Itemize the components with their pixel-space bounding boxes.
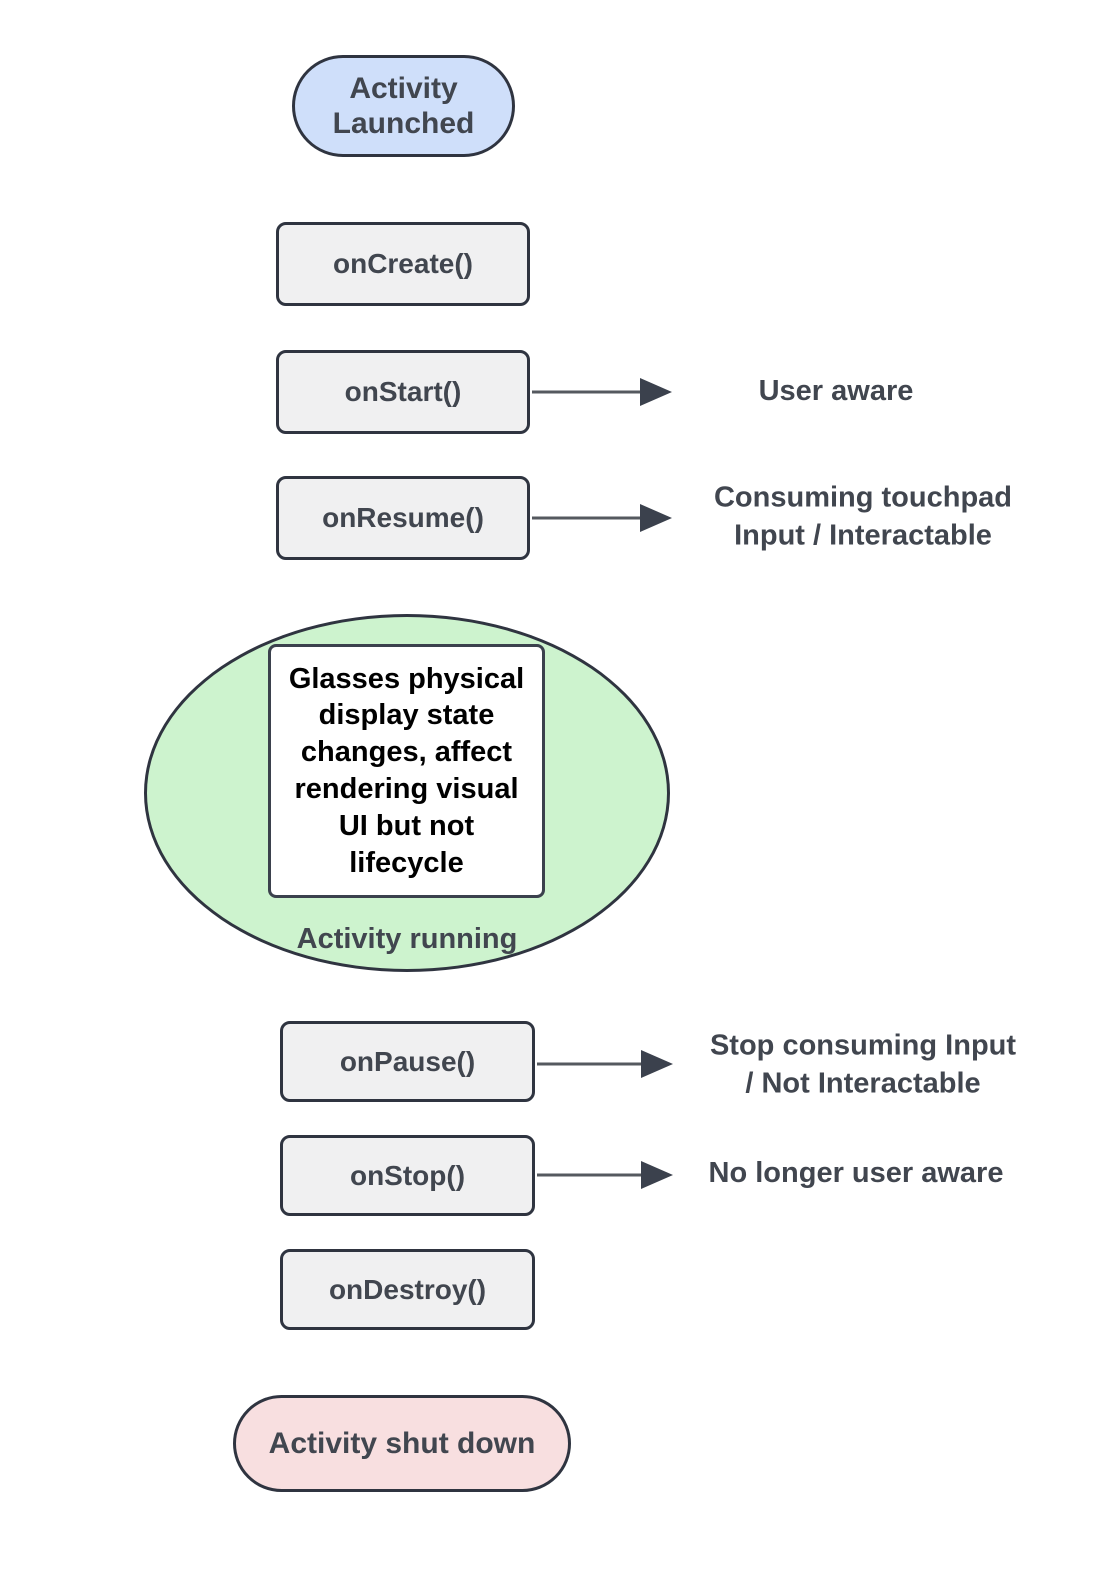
annotation-consuming-input: Consuming touchpad Input / Interactable <box>713 481 1013 551</box>
node-onpause[interactable]: onPause() <box>280 1021 535 1102</box>
node-activity-shut-down[interactable]: Activity shut down <box>233 1395 571 1492</box>
node-ondestroy-label: onDestroy() <box>328 1273 487 1305</box>
annotation-user-aware: User aware <box>758 375 914 408</box>
node-oncreate[interactable]: onCreate() <box>276 222 530 306</box>
node-onpause-label: onPause() <box>339 1045 476 1077</box>
node-onstop-label: onStop() <box>349 1159 466 1191</box>
note-glasses-display-state: Glasses physical display state changes, … <box>268 644 545 898</box>
node-onresume[interactable]: onResume() <box>276 476 530 560</box>
node-onstop[interactable]: onStop() <box>280 1135 535 1216</box>
node-oncreate-label: onCreate() <box>332 248 473 280</box>
arrow-onstop-to-no-longer-aware <box>537 1161 673 1189</box>
node-onstart-label: onStart() <box>344 376 462 408</box>
arrow-onpause-to-stop-consuming <box>537 1050 673 1078</box>
annotation-stop-consuming-input: Stop consuming Input / Not Interactable <box>709 1029 1017 1099</box>
node-onstart[interactable]: onStart() <box>276 350 530 434</box>
node-onresume-label: onResume() <box>322 502 484 534</box>
arrow-onstart-to-user-aware <box>532 378 672 406</box>
node-activity-running-label: Activity running <box>296 923 518 955</box>
node-activity-shut-down-label: Activity shut down <box>268 1426 536 1460</box>
arrow-onresume-to-consuming-input <box>532 504 672 532</box>
annotation-no-longer-user-aware: No longer user aware <box>708 1157 1004 1190</box>
node-ondestroy[interactable]: onDestroy() <box>280 1249 535 1330</box>
